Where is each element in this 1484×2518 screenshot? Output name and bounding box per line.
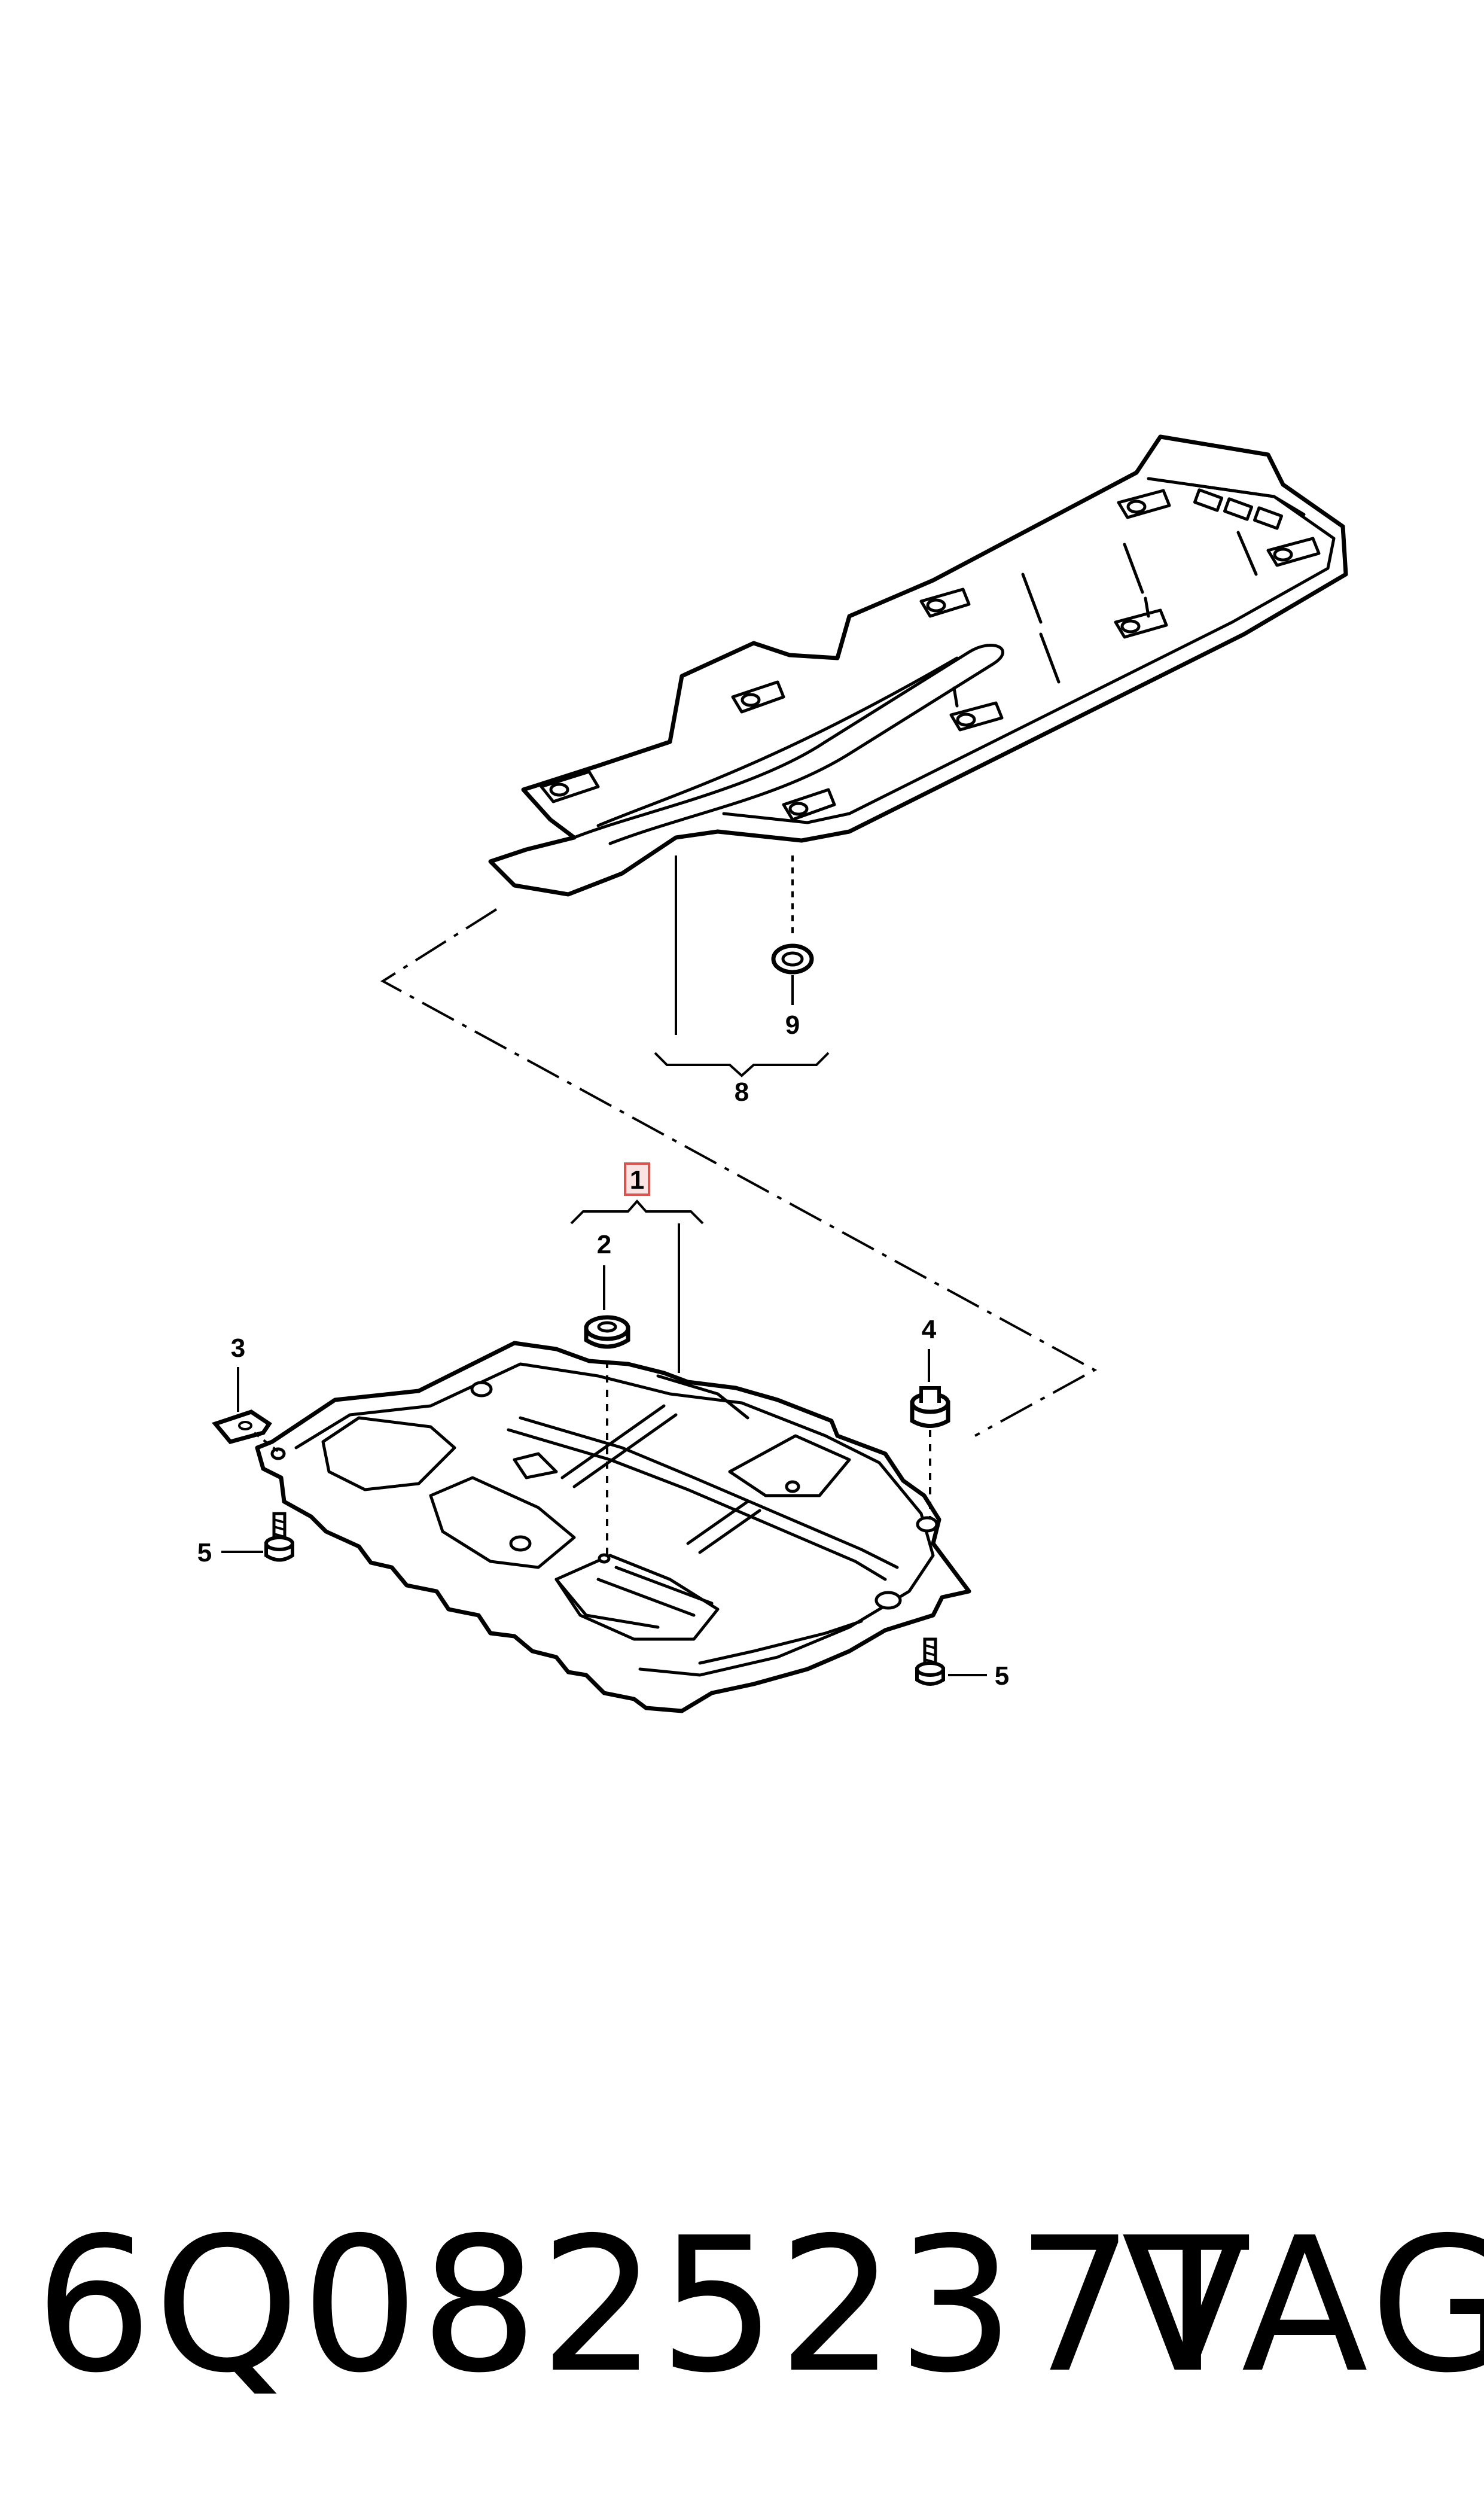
upper-underbody-shield <box>488 434 1348 897</box>
mounting-tab <box>1117 489 1171 519</box>
mounting-tab <box>540 770 600 803</box>
callout-8: 8 <box>735 1077 749 1107</box>
mounting-tab <box>1266 537 1321 567</box>
bracket-1 <box>570 1199 704 1225</box>
mounting-tab <box>1114 608 1168 639</box>
clip-3 <box>212 1409 272 1444</box>
callout-4: 4 <box>922 1315 937 1344</box>
mounting-tab <box>731 680 785 714</box>
grommet-2 <box>584 1315 630 1349</box>
nut-4 <box>910 1386 950 1428</box>
callout-3: 3 <box>231 1333 245 1363</box>
bracket-8 <box>654 1052 830 1077</box>
lower-underbody-shield <box>255 1341 971 1713</box>
mounting-tab <box>919 587 971 618</box>
mounting-tab <box>782 788 836 821</box>
relation-line <box>380 908 1098 1437</box>
bolt-5-left <box>264 1512 294 1562</box>
mounting-tab <box>949 701 1004 732</box>
callout-5-left: 5 <box>197 1538 212 1567</box>
callout-5-right: 5 <box>995 1661 1009 1691</box>
callout-9: 9 <box>785 1010 800 1040</box>
callout-2: 2 <box>597 1230 611 1259</box>
part-number: 6Q0825237T <box>35 2198 1250 2414</box>
callout-1: 1 <box>630 1165 644 1195</box>
washer-9 <box>771 943 814 975</box>
brand-label: VAG <box>1122 2198 1484 2414</box>
callout-1-box: 1 <box>624 1162 650 1196</box>
bolt-5-right <box>915 1637 945 1686</box>
